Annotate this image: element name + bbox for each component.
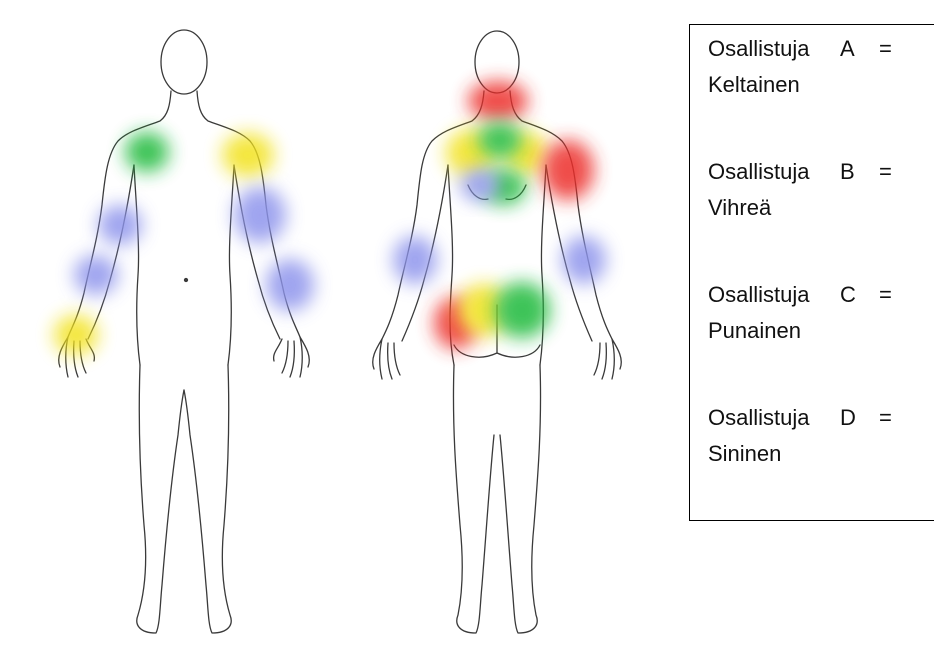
marker-d-front-right-wrist	[74, 255, 118, 295]
legend-equals: =	[879, 154, 892, 190]
legend-label: Osallistuja	[708, 400, 840, 436]
legend-entry-c: Osallistuja C = Punainen	[708, 277, 934, 349]
legend-letter: A	[840, 31, 879, 67]
legend-color-name: Punainen	[708, 313, 934, 349]
marker-d-back-mid	[460, 169, 500, 201]
marker-d-front-right-elbow	[98, 205, 142, 245]
marker-a-front-left-shoulder	[222, 133, 274, 177]
legend-letter: D	[840, 400, 879, 436]
marker-c-back-neck	[468, 81, 528, 121]
marker-d-front-upper-arm	[234, 187, 286, 243]
marker-b-back-lower	[494, 282, 550, 338]
body-map-figure	[10, 5, 665, 653]
legend-label: Osallistuja	[708, 154, 840, 190]
marker-d-back-left-elbow	[393, 236, 437, 284]
legend-entry-b: Osallistuja B = Vihreä	[708, 154, 934, 226]
legend-equals: =	[879, 277, 892, 313]
legend-box: Osallistuja A = Keltainen Osallistuja B …	[689, 24, 934, 521]
legend-label: Osallistuja	[708, 277, 840, 313]
marker-a-front-right-hand	[54, 315, 98, 355]
legend-letter: B	[840, 154, 879, 190]
legend-equals: =	[879, 31, 892, 67]
marker-b-back-upper	[478, 122, 522, 158]
legend-letter: C	[840, 277, 879, 313]
legend-entry-d: Osallistuja D = Sininen	[708, 400, 934, 472]
legend-entry-a: Osallistuja A = Keltainen	[708, 31, 934, 103]
marker-d-back-right-elbow	[562, 236, 606, 284]
legend-equals: =	[879, 400, 892, 436]
marker-b-front-right-chest	[125, 132, 169, 172]
legend-color-name: Vihreä	[708, 190, 934, 226]
legend-color-name: Keltainen	[708, 67, 934, 103]
legend-color-name: Sininen	[708, 436, 934, 472]
marker-d-front-forearm	[266, 259, 314, 311]
marker-c-back-shoulder	[542, 140, 594, 200]
legend-label: Osallistuja	[708, 31, 840, 67]
